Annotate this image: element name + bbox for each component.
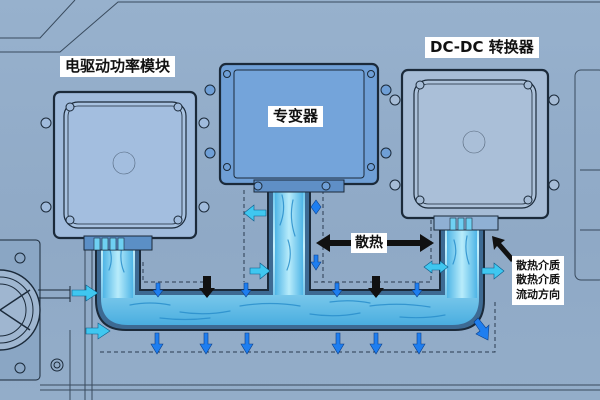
legend-line: 散热介质 xyxy=(516,273,560,287)
arrow-down-icon xyxy=(411,282,423,298)
arrow-down-icon xyxy=(369,332,383,355)
dcdc-converter-module xyxy=(389,68,560,231)
heat-arrow-down xyxy=(368,276,384,298)
legend-line: 散热介质 xyxy=(516,259,560,272)
motor-module-label: 电驱动功率模块 xyxy=(60,56,176,78)
arrow-down-icon xyxy=(473,317,490,341)
arrow-left-icon xyxy=(243,204,267,222)
arrow-down-icon xyxy=(150,332,164,355)
arrow-down-icon xyxy=(199,332,213,355)
legend-box: 散热介质 散热介质 流动方向 xyxy=(512,256,564,305)
heat-arrow-down xyxy=(199,276,215,298)
arrow-right-icon xyxy=(481,262,505,280)
inlet-pipe xyxy=(38,286,71,302)
arrow-down-icon xyxy=(240,332,254,355)
arrow-double-icon xyxy=(423,260,449,274)
arrow-down-icon xyxy=(152,282,164,298)
transformer-module xyxy=(204,62,392,193)
arrow-right-icon xyxy=(71,284,99,302)
arrow-down-icon xyxy=(412,332,426,355)
coolant-flow-arrows xyxy=(71,204,505,340)
arrow-right-icon xyxy=(249,262,271,280)
coolant-pipe xyxy=(95,179,485,331)
coolant-dissipation-arrows xyxy=(150,199,490,355)
fan-icon xyxy=(0,239,64,381)
arrow-down-icon xyxy=(240,282,252,298)
transformer-label: 专变器 xyxy=(268,106,324,128)
motor-power-module xyxy=(40,90,210,251)
heat-dissipation-label: 散热 xyxy=(351,233,387,254)
arrow-down-icon xyxy=(310,254,322,271)
dcdc-label: DC-DC 转换器 xyxy=(425,37,539,59)
arrow-diamond-icon xyxy=(310,199,322,215)
arrow-right-icon xyxy=(85,322,111,340)
arrow-down-icon xyxy=(331,282,343,298)
arrow-down-icon xyxy=(331,332,345,355)
legend-pointer-arrow xyxy=(492,236,515,262)
legend-line: 流动方向 xyxy=(516,287,560,301)
